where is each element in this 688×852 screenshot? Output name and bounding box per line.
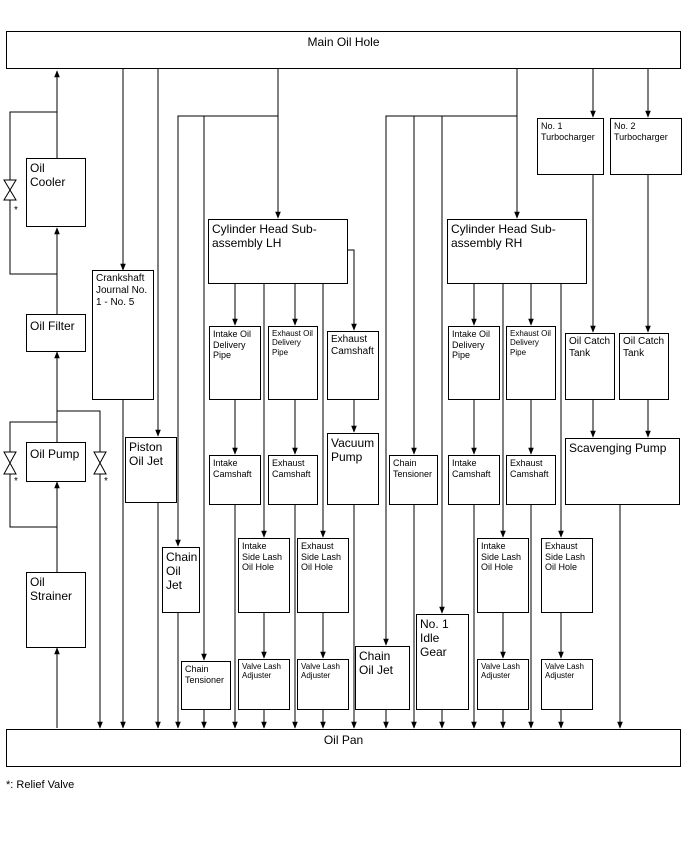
scavenging-pump-box: Scavenging Pump [565, 438, 680, 505]
oil-cooler-box: Oil Cooler [26, 158, 86, 227]
oil-pan-box: Oil Pan [6, 729, 681, 767]
exhaust-oil-delivery-pipe-lh-box: Exhaust Oil Delivery Pipe [268, 326, 318, 400]
chain-oil-jet-lh-box: Chain Oil Jet [162, 547, 200, 613]
valve-lash-adjuster-rh2-box: Valve Lash Adjuster [541, 659, 593, 710]
oil-strainer-box: Oil Strainer [26, 572, 86, 648]
oil-catch-tank-1-box: Oil Catch Tank [565, 333, 615, 400]
exhaust-camshaft-lh2-box: Exhaust Camshaft [268, 455, 318, 505]
relief-valve-icon [3, 179, 17, 201]
valve-mark: * [14, 476, 18, 487]
no1-idle-gear-box: No. 1 Idle Gear [416, 614, 469, 710]
intake-side-lash-oil-hole-rh-box: Intake Side Lash Oil Hole [477, 538, 529, 613]
chain-tensioner-rh-box: Chain Tensioner [389, 455, 438, 505]
cylinder-head-lh-box: Cylinder Head Sub-assembly LH [208, 219, 348, 284]
exhaust-side-lash-oil-hole-lh-box: Exhaust Side Lash Oil Hole [297, 538, 349, 613]
chain-tensioner-lh-box: Chain Tensioner [181, 661, 231, 710]
relief-valve-icon [93, 451, 107, 475]
relief-valve-footnote: *: Relief Valve [6, 779, 75, 791]
valve-mark: * [104, 476, 108, 487]
crankshaft-journal-box: Crankshaft Journal No. 1 - No. 5 [92, 270, 154, 400]
exhaust-oil-delivery-pipe-rh-box: Exhaust Oil Delivery Pipe [506, 326, 556, 400]
vacuum-pump-box: Vacuum Pump [327, 433, 379, 505]
exhaust-camshaft-rh-box: Exhaust Camshaft [506, 455, 556, 505]
oil-filter-box: Oil Filter [26, 314, 86, 352]
relief-valve-icon [3, 451, 17, 475]
chain-oil-jet-rh-box: Chain Oil Jet [355, 646, 410, 710]
intake-camshaft-lh-box: Intake Camshaft [209, 455, 261, 505]
cylinder-head-rh-box: Cylinder Head Sub-assembly RH [447, 219, 587, 284]
main-oil-hole-box: Main Oil Hole [6, 31, 681, 69]
valve-lash-adjuster-lh1-box: Valve Lash Adjuster [238, 659, 290, 710]
oil-catch-tank-2-box: Oil Catch Tank [619, 333, 669, 400]
intake-oil-delivery-pipe-lh-box: Intake Oil Delivery Pipe [209, 326, 261, 400]
valve-lash-adjuster-lh2-box: Valve Lash Adjuster [297, 659, 349, 710]
no2-turbocharger-box: No. 2 Turbocharger [610, 118, 682, 175]
intake-side-lash-oil-hole-lh-box: Intake Side Lash Oil Hole [238, 538, 290, 613]
intake-oil-delivery-pipe-rh-box: Intake Oil Delivery Pipe [448, 326, 500, 400]
no1-turbocharger-box: No. 1 Turbocharger [537, 118, 604, 175]
intake-camshaft-rh-box: Intake Camshaft [448, 455, 500, 505]
exhaust-side-lash-oil-hole-rh-box: Exhaust Side Lash Oil Hole [541, 538, 593, 613]
oil-pump-box: Oil Pump [26, 442, 86, 482]
piston-oil-jet-box: Piston Oil Jet [125, 437, 177, 503]
exhaust-camshaft-lh-box: Exhaust Camshaft [327, 331, 379, 400]
valve-lash-adjuster-rh1-box: Valve Lash Adjuster [477, 659, 529, 710]
valve-mark: * [14, 205, 18, 216]
